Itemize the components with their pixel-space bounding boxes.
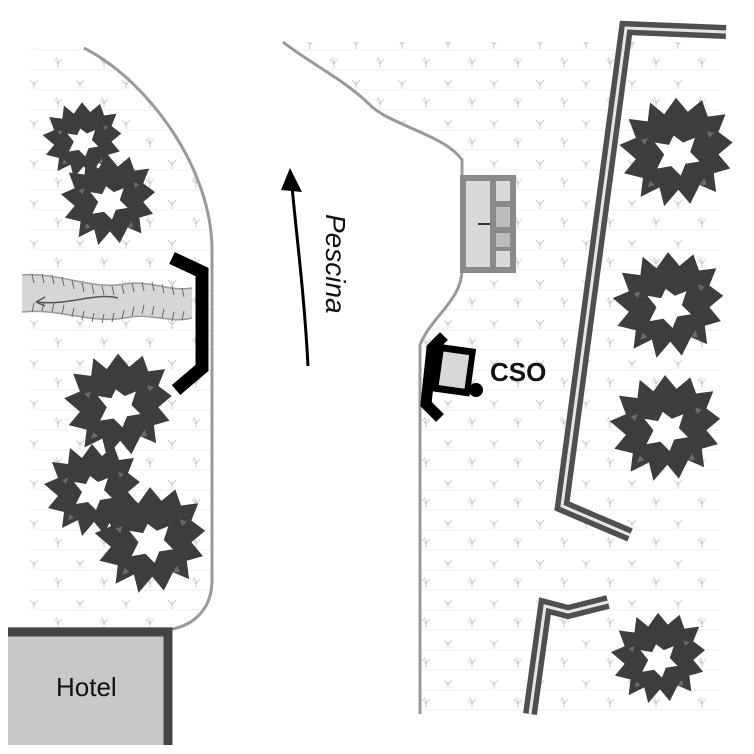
right-bank (283, 42, 720, 714)
boundary-wall-lower (523, 595, 610, 715)
tributary-stream (21, 273, 193, 324)
river-label: Pescina (320, 214, 351, 314)
hotel-label: Hotel (56, 672, 117, 702)
outfall-headwall (169, 252, 209, 395)
left-bank-edge (83, 46, 214, 632)
cso-label: CSO (490, 357, 546, 387)
box-structure (460, 175, 516, 273)
boundary-wall-upper (554, 20, 727, 542)
stream-flow-arrow-icon (35, 295, 119, 304)
hotel-building (8, 627, 173, 745)
flow-arrow-icon (281, 168, 310, 367)
right-bank-edge (282, 40, 464, 714)
cso-structure (420, 332, 483, 422)
